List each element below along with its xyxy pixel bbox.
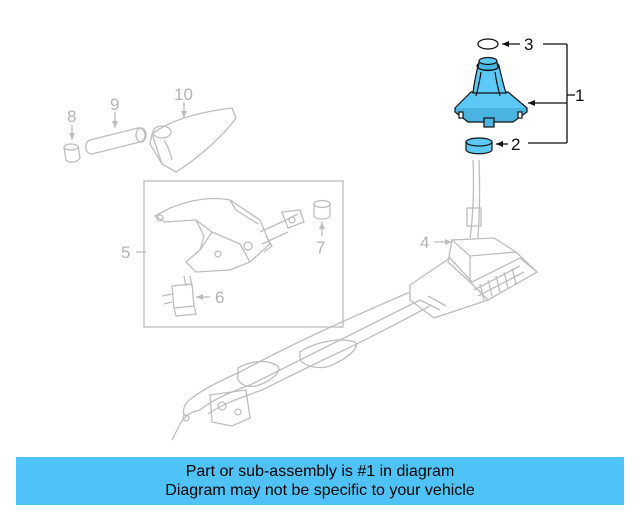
- part-3-ring[interactable]: [477, 38, 499, 50]
- callout-2: 2: [511, 135, 520, 154]
- part-9-grip[interactable]: [85, 127, 147, 155]
- callout-6: 6: [215, 288, 224, 307]
- banner-line-2: Diagram may not be specific to your vehi…: [165, 482, 475, 499]
- callout-10: 10: [174, 85, 193, 104]
- banner-line-1: Part or sub-assembly is #1 in diagram: [185, 463, 455, 480]
- part-8-cap[interactable]: [63, 143, 81, 163]
- callout-9: 9: [110, 95, 119, 114]
- callout-5: 5: [121, 243, 130, 262]
- callout-7: 7: [316, 238, 325, 257]
- part-1-shift-boot[interactable]: [454, 56, 528, 128]
- part-10-boot[interactable]: [149, 107, 237, 173]
- part-7-bushing[interactable]: [313, 199, 331, 220]
- callout-1: 1: [575, 86, 584, 105]
- callout-4: 4: [420, 233, 429, 252]
- part-2-collar[interactable]: [465, 137, 493, 155]
- part-4-shifter-assembly[interactable]: [171, 159, 539, 441]
- leader-lines: [69, 41, 575, 300]
- info-banner: Part or sub-assembly is #1 in diagram Di…: [16, 457, 624, 505]
- part-6-switch[interactable]: [161, 275, 197, 317]
- sub-assembly-frame: [143, 180, 344, 328]
- callout-8: 8: [67, 107, 76, 126]
- part-5-bracket[interactable]: [153, 197, 305, 273]
- callout-3: 3: [524, 35, 533, 54]
